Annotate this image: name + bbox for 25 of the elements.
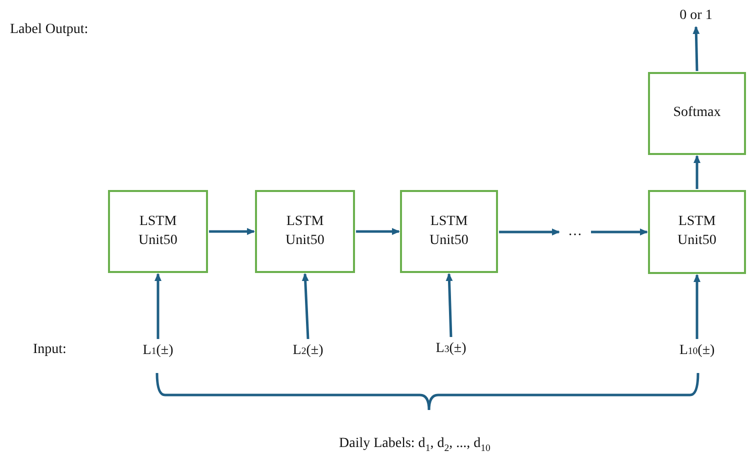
process-box xyxy=(255,190,355,273)
process-box xyxy=(108,190,208,273)
process-box xyxy=(648,190,746,274)
row-label: Input: xyxy=(33,342,66,358)
arrow xyxy=(154,273,162,339)
output-label: 0 or 1 xyxy=(670,6,722,26)
box-label: LSTM Unit50 xyxy=(138,212,178,250)
arrow xyxy=(692,26,700,72)
arrow xyxy=(499,228,560,236)
box-label: LSTM Unit50 xyxy=(676,213,718,250)
heading-label: Label Output: xyxy=(10,22,88,38)
arrow xyxy=(446,273,453,338)
box-label: LSTM Unit50 xyxy=(284,212,326,250)
arrow xyxy=(356,228,400,235)
brace-label: Daily Labels: d$_{1}$, d$_{2}$, ..., d$_{10}$ xyxy=(339,436,490,454)
ellipsis-text: … xyxy=(560,222,590,242)
box-label: Softmax xyxy=(672,104,722,122)
box-label: LSTM Unit50 xyxy=(428,212,470,250)
arrow xyxy=(591,228,648,236)
arrow xyxy=(209,228,255,235)
process-box xyxy=(400,190,498,273)
arrow xyxy=(694,274,700,339)
process-box xyxy=(648,72,746,155)
arrow xyxy=(302,273,310,340)
arrow xyxy=(694,155,700,189)
